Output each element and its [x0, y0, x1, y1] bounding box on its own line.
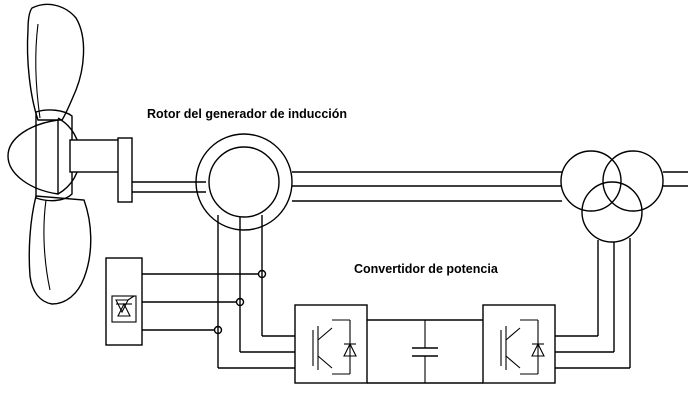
- transformer-icon: [560, 150, 664, 243]
- rotor-label: Rotor del generador de inducción: [147, 107, 348, 121]
- crowbar-icon: [105, 257, 143, 346]
- turbine-icon: [7, 3, 133, 305]
- rotor-side-converter-icon: [294, 304, 368, 384]
- grid-side-converter-icon: [482, 304, 556, 384]
- converter-label: Convertidor de potencia: [354, 262, 498, 276]
- generator-icon: [195, 133, 293, 231]
- capacitor-icon: [412, 320, 438, 383]
